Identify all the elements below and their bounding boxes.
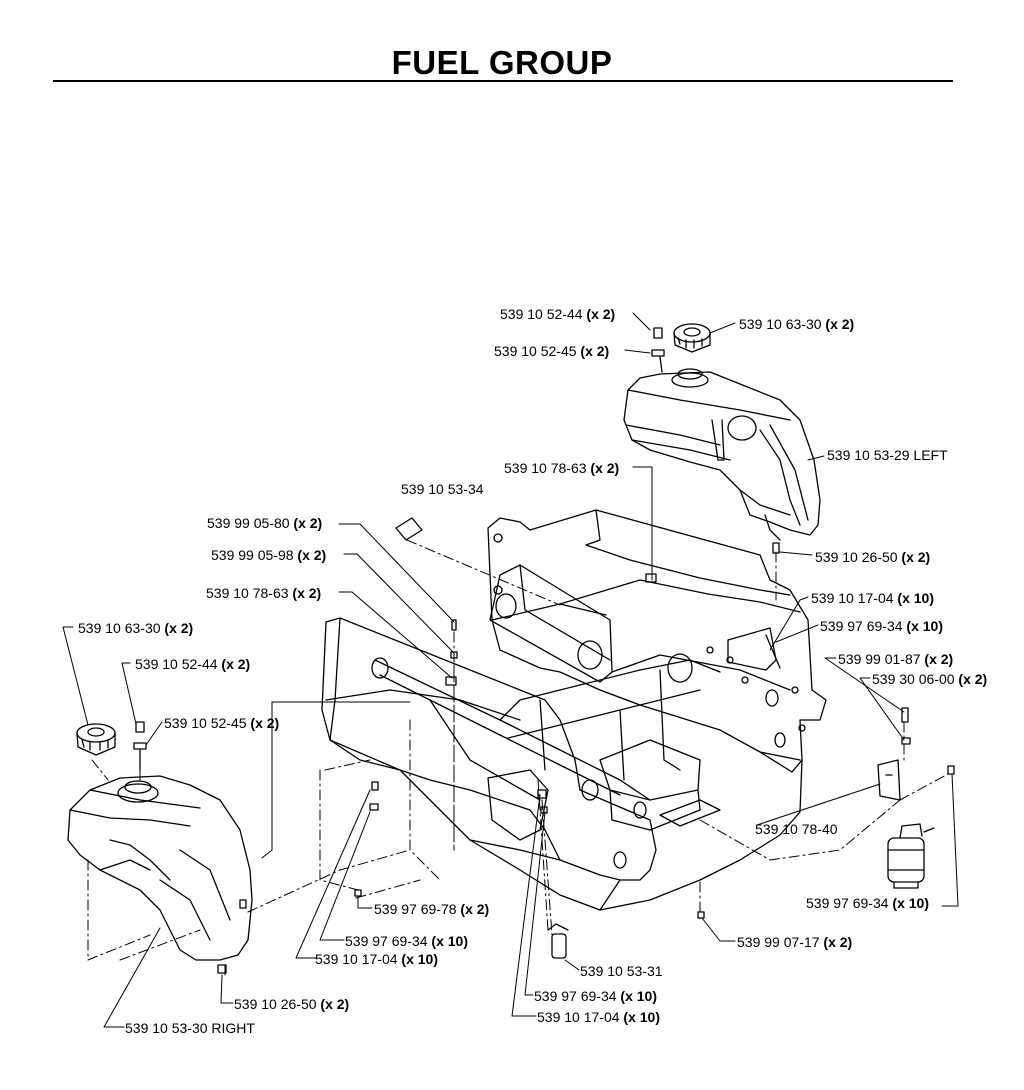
- fuel-filter: [887, 823, 935, 889]
- part-number: 539 10 53-29 LEFT: [827, 447, 948, 463]
- part-number: 539 99 01-87: [838, 651, 921, 667]
- part-quantity: (x 2): [320, 996, 350, 1012]
- callout-8: 539 10 26-50 (x 2): [815, 549, 930, 565]
- callout-12: 539 97 69-34 (x 10): [820, 618, 943, 634]
- part-number: 539 10 63-30: [739, 316, 822, 332]
- part-number: 539 99 05-80: [207, 515, 290, 531]
- callout-27: 539 10 53-30 RIGHT: [125, 1020, 255, 1036]
- part-number: 539 97 69-34: [820, 618, 903, 634]
- part-quantity: (x 2): [293, 515, 323, 531]
- fuel-cap-right: [76, 723, 116, 756]
- part-number: 539 10 53-34: [401, 481, 484, 497]
- part-quantity: (x 2): [586, 306, 616, 322]
- part-quantity: (x 2): [590, 460, 620, 476]
- part-number: 539 97 69-34: [534, 988, 617, 1004]
- callout-4: 539 10 53-29 LEFT: [827, 447, 948, 463]
- part-number: 539 10 53-31: [580, 963, 663, 979]
- part-number: 539 10 52-45: [164, 715, 247, 731]
- part-quantity: (x 2): [164, 620, 194, 636]
- part-number: 539 10 63-30: [78, 620, 161, 636]
- part-number: 539 97 69-34: [806, 895, 889, 911]
- part-number: 539 10 17-04: [537, 1009, 620, 1025]
- phantom-lines: [87, 539, 949, 976]
- part-quantity: (x 10): [431, 933, 468, 949]
- part-quantity: (x 10): [401, 951, 438, 967]
- callout-25: 539 10 26-50 (x 2): [234, 996, 349, 1012]
- callout-2: 539 10 63-30 (x 2): [739, 316, 854, 332]
- part-number: 539 97 69-34: [345, 933, 428, 949]
- filter-bracket: [877, 759, 901, 801]
- callout-20: 539 97 69-34 (x 10): [806, 895, 929, 911]
- part-number: 539 10 78-63: [206, 585, 289, 601]
- part-quantity: (x 2): [825, 316, 855, 332]
- frame-chassis: [321, 509, 827, 911]
- part-quantity: (x 2): [292, 585, 322, 601]
- part-quantity: (x 10): [620, 988, 657, 1004]
- part-number: 539 99 07-17: [737, 934, 820, 950]
- part-number: 539 10 52-45: [494, 343, 577, 359]
- part-quantity: (x 2): [823, 934, 853, 950]
- callout-23: 539 10 17-04 (x 10): [315, 951, 438, 967]
- part-quantity: (x 10): [892, 895, 929, 911]
- callout-1: 539 10 52-44 (x 2): [500, 306, 615, 322]
- part-quantity: (x 2): [924, 651, 954, 667]
- part-number: 539 10 53-30 RIGHT: [125, 1020, 255, 1036]
- callout-9: 539 99 05-98 (x 2): [211, 547, 326, 563]
- part-number: 539 10 52-44: [500, 306, 583, 322]
- callout-18: 539 10 78-40: [755, 821, 838, 837]
- callout-5: 539 10 78-63 (x 2): [504, 460, 619, 476]
- part-number: 539 10 78-40: [755, 821, 838, 837]
- left-fuel-tank: [623, 368, 821, 541]
- callout-21: 539 97 69-34 (x 10): [345, 933, 468, 949]
- part-quantity: (x 10): [623, 1009, 660, 1025]
- part-number: 539 99 05-98: [211, 547, 294, 563]
- part-quantity: (x 2): [901, 549, 931, 565]
- part-number: 539 10 26-50: [815, 549, 898, 565]
- part-number: 539 10 17-04: [811, 590, 894, 606]
- part-quantity: (x 2): [958, 671, 988, 687]
- callout-11: 539 10 17-04 (x 10): [811, 590, 934, 606]
- callout-28: 539 10 17-04 (x 10): [537, 1009, 660, 1025]
- part-number: 539 10 17-04: [315, 951, 398, 967]
- callout-24: 539 10 53-31: [580, 963, 663, 979]
- part-quantity: (x 10): [897, 590, 934, 606]
- part-number: 539 10 52-44: [135, 656, 218, 672]
- part-number: 539 10 26-50: [234, 996, 317, 1012]
- callout-7: 539 99 05-80 (x 2): [207, 515, 322, 531]
- callout-22: 539 99 07-17 (x 2): [737, 934, 852, 950]
- part-number: 539 10 78-63: [504, 460, 587, 476]
- callout-6: 539 10 53-34: [401, 481, 484, 497]
- callout-19: 539 97 69-78 (x 2): [374, 901, 489, 917]
- callout-10: 539 10 78-63 (x 2): [206, 585, 321, 601]
- right-fuel-tank: [67, 775, 253, 961]
- fittings-right-tank: [133, 721, 227, 974]
- part-number: 539 97 69-78: [374, 901, 457, 917]
- part-quantity: (x 10): [906, 618, 943, 634]
- page-title: FUEL GROUP: [391, 44, 613, 81]
- callout-16: 539 30 06-00 (x 2): [872, 671, 987, 687]
- part-quantity: (x 2): [250, 715, 280, 731]
- title-rule: [53, 80, 953, 82]
- leader-lines: [62, 312, 959, 1028]
- part-number: 539 30 06-00: [872, 671, 955, 687]
- callout-26: 539 97 69-34 (x 10): [534, 988, 657, 1004]
- callout-14: 539 99 01-87 (x 2): [838, 651, 953, 667]
- callout-13: 539 10 63-30 (x 2): [78, 620, 193, 636]
- callout-3: 539 10 52-45 (x 2): [494, 343, 609, 359]
- hardware: [354, 517, 955, 959]
- part-quantity: (x 2): [297, 547, 327, 563]
- part-quantity: (x 2): [580, 343, 610, 359]
- part-quantity: (x 2): [460, 901, 490, 917]
- fuel-cap-left: [673, 323, 711, 353]
- part-quantity: (x 2): [221, 656, 251, 672]
- callout-15: 539 10 52-44 (x 2): [135, 656, 250, 672]
- callout-17: 539 10 52-45 (x 2): [164, 715, 279, 731]
